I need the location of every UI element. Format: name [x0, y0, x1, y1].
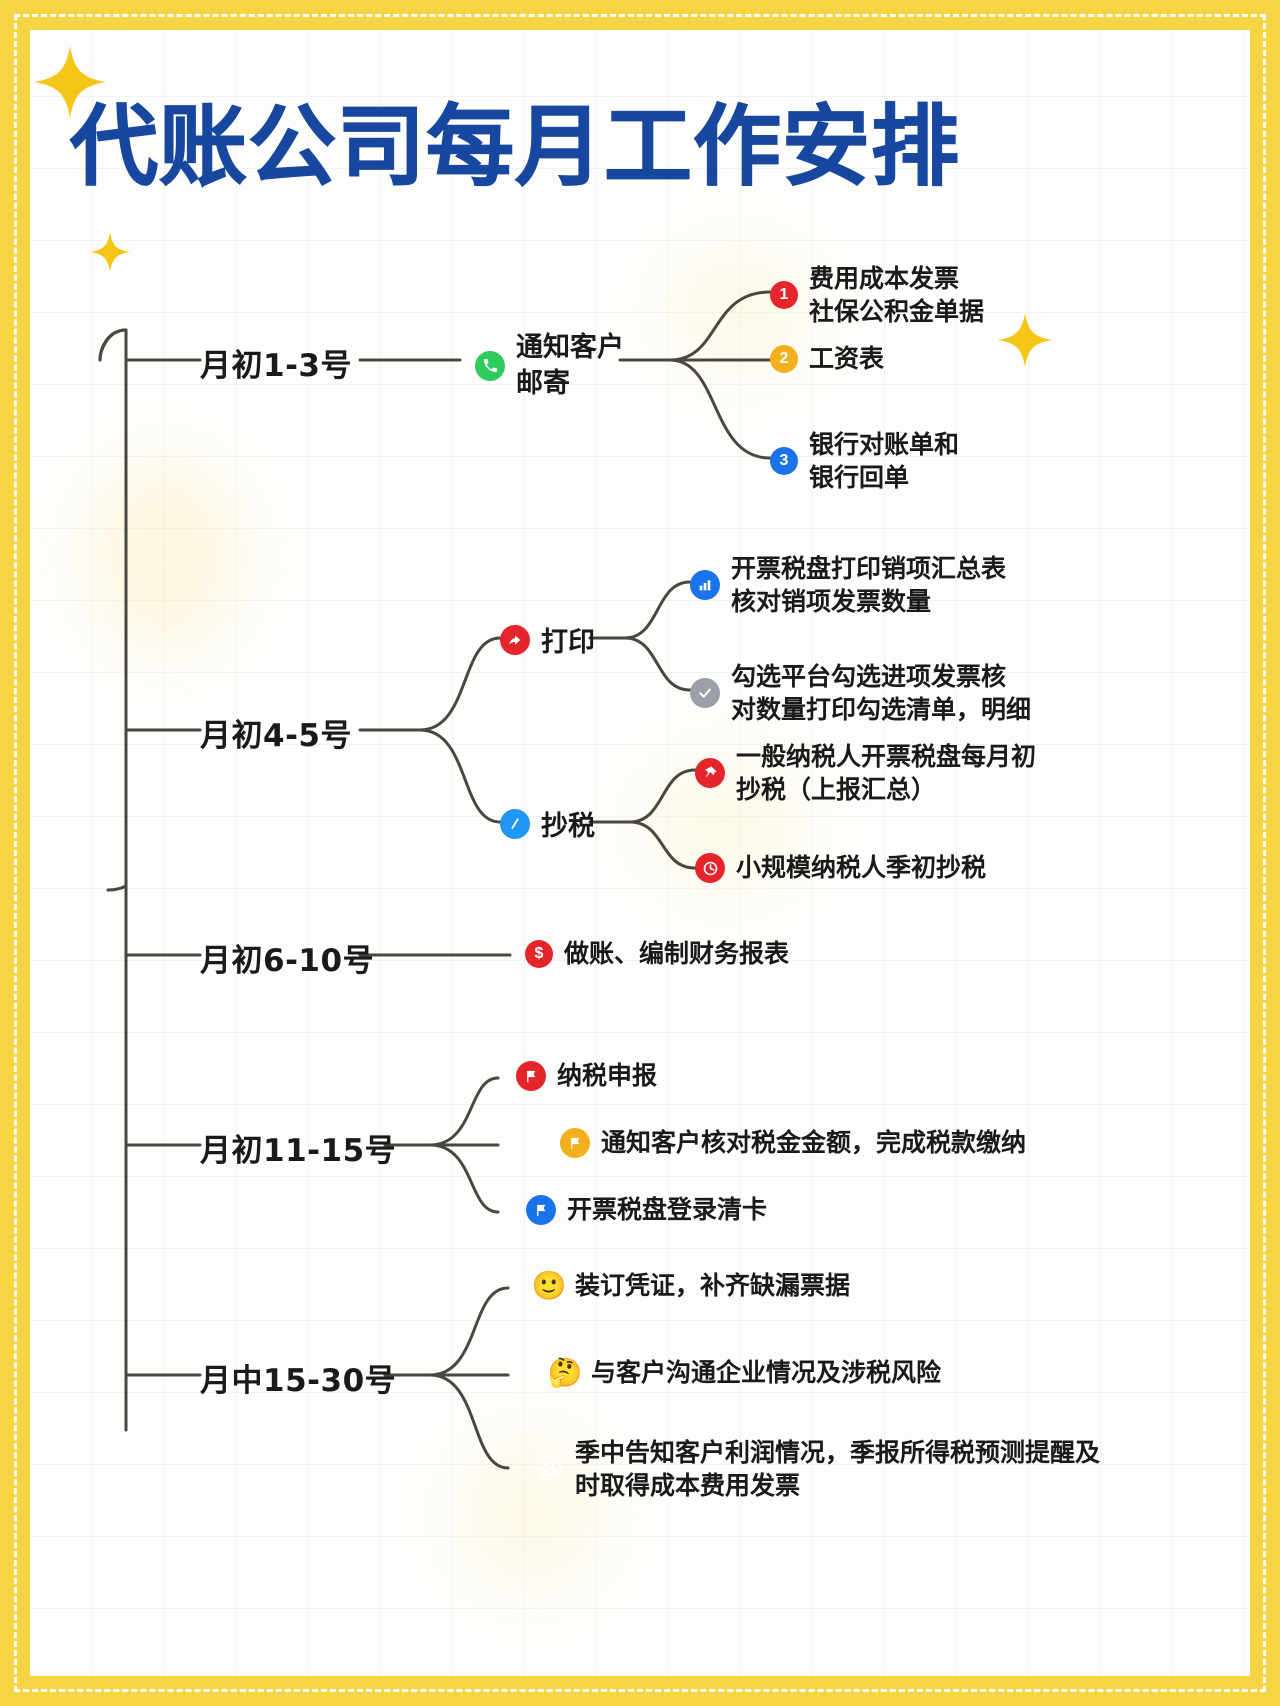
- leaf-label: 纳税申报: [557, 1061, 658, 1090]
- node-notify-client[interactable]: 通知客户 邮寄: [475, 330, 624, 401]
- leaf-label: 通知客户核对税金金额，完成税款缴纳: [601, 1128, 1027, 1157]
- number-2-icon: 2: [770, 345, 798, 374]
- grinning-face-icon: 😀: [534, 1453, 564, 1484]
- smiley-icon: 🙂: [531, 1270, 567, 1302]
- number-1-icon: 1: [770, 281, 798, 309]
- leaf-label: 装订凭证，补齐缺漏票据: [575, 1271, 851, 1300]
- page-title: 代账公司每月工作安排: [69, 95, 961, 198]
- background-grid: [30, 30, 1250, 1676]
- dashed-border: [14, 14, 1266, 1692]
- phone-icon: [475, 350, 505, 381]
- number-3-icon: 3: [770, 447, 798, 475]
- node-label: 通知客户 邮寄: [516, 332, 624, 399]
- branch-label-text: 月初4-5号: [200, 718, 353, 754]
- branch-label-5[interactable]: 月中15-30号: [200, 1355, 396, 1400]
- leaf-label: 费用成本发票 社保公积金单据: [809, 264, 985, 326]
- branch-label-1[interactable]: 月初1-3号: [200, 340, 352, 385]
- leaf-communicate-client[interactable]: 🤔 与客户沟通企业情况及涉税风险: [547, 1357, 942, 1390]
- leaf-notify-tax-amount[interactable]: 通知客户核对税金金额，完成税款缴纳: [560, 1127, 1026, 1160]
- leaf-general-taxpayer[interactable]: 一般纳税人开票税盘每月初 抄税（上报汇总）: [695, 740, 1036, 806]
- leaf-label: 工资表: [809, 344, 885, 373]
- branch-label-4[interactable]: 月初11-15号: [200, 1125, 396, 1170]
- pin-icon: [695, 758, 725, 788]
- leaf-bank-statement[interactable]: 3 银行对账单和 银行回单: [770, 428, 959, 494]
- bar-chart-icon: [690, 570, 720, 600]
- leaf-tax-disk-clear[interactable]: 开票税盘登录清卡: [526, 1194, 767, 1227]
- decorative-blob-1: [90, 460, 240, 650]
- node-print[interactable]: 打印: [500, 620, 595, 659]
- node-label: 打印: [541, 627, 595, 658]
- leaf-small-taxpayer[interactable]: 小规模纳税人季初抄税: [695, 852, 986, 885]
- branch-label-text: 月中15-30号: [200, 1363, 397, 1399]
- leaf-label: 做账、编制财务报表: [564, 939, 790, 968]
- leaf-label: 一般纳税人开票税盘每月初 抄税（上报汇总）: [736, 742, 1037, 804]
- leaf-label: 银行对账单和 银行回单: [809, 430, 960, 492]
- sparkle-icon-3: [995, 310, 1055, 375]
- connector-lines: [98, 290, 772, 1470]
- leaf-bind-vouchers[interactable]: 🙂 装订凭证，补齐缺漏票据: [531, 1270, 851, 1303]
- leaf-quarterly-profit-notice[interactable]: 😀 季中告知客户利润情况，季报所得税预测提醒及 时取得成本费用发票: [534, 1436, 1100, 1502]
- branch-label-text: 月初6-10号: [200, 943, 375, 979]
- branch-label-3[interactable]: 月初6-10号: [200, 935, 374, 980]
- clock-icon: [695, 853, 725, 884]
- leaf-label: 季中告知客户利润情况，季报所得税预测提醒及 时取得成本费用发票: [575, 1438, 1101, 1500]
- branch-label-text: 月初1-3号: [200, 348, 353, 384]
- dollar-icon: $: [525, 940, 553, 969]
- branch-label-2[interactable]: 月初4-5号: [200, 710, 352, 755]
- flag-icon: [526, 1195, 556, 1226]
- leaf-bookkeeping[interactable]: $ 做账、编制财务报表: [525, 938, 789, 971]
- check-circle-icon: [690, 678, 720, 708]
- leaf-label: 与客户沟通企业情况及涉税风险: [591, 1358, 942, 1387]
- share-arrow-icon: [500, 624, 530, 655]
- mindmap-canvas: 代账公司每月工作安排: [30, 30, 1250, 1676]
- flag-icon: [560, 1128, 590, 1159]
- leaf-print-sales-summary[interactable]: 开票税盘打印销项汇总表 核对销项发票数量: [690, 552, 1006, 618]
- node-label: 抄税: [541, 811, 595, 842]
- node-copy-tax[interactable]: 抄税: [500, 804, 595, 843]
- leaf-tax-filing[interactable]: 纳税申报: [516, 1060, 657, 1093]
- flag-icon: [516, 1061, 546, 1092]
- leaf-select-platform[interactable]: 勾选平台勾选进项发票核 对数量打印勾选清单，明细: [690, 660, 1031, 726]
- leaf-payroll[interactable]: 2 工资表: [770, 343, 884, 376]
- thinking-face-icon: 🤔: [547, 1357, 583, 1389]
- sparkle-icon-2: [88, 230, 132, 279]
- leaf-label: 开票税盘打印销项汇总表 核对销项发票数量: [731, 554, 1007, 616]
- leaf-label: 小规模纳税人季初抄税: [736, 853, 987, 882]
- leaf-label: 开票税盘登录清卡: [567, 1195, 768, 1224]
- pen-icon: [500, 808, 530, 839]
- branch-label-text: 月初11-15号: [200, 1133, 397, 1169]
- leaf-label: 勾选平台勾选进项发票核 对数量打印勾选清单，明细: [731, 662, 1032, 724]
- leaf-expense-invoice[interactable]: 1 费用成本发票 社保公积金单据: [770, 262, 984, 328]
